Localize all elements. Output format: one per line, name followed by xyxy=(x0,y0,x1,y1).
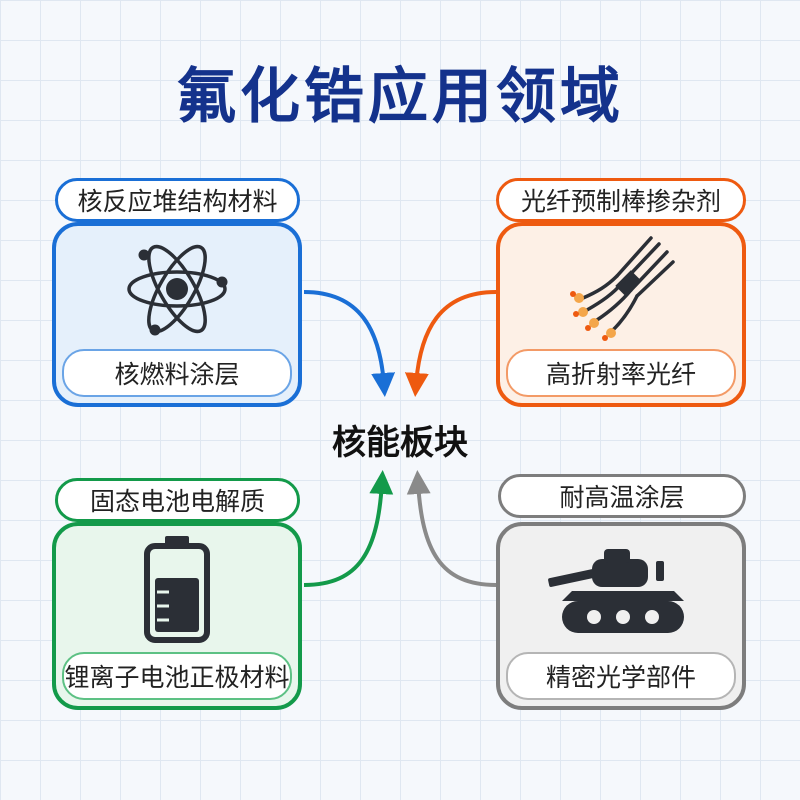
card-optical-fiber: 高折射率光纤 xyxy=(496,222,746,407)
sub-li-ion-cathode: 锂离子电池正极材料 xyxy=(62,652,292,700)
tag-high-temp-coating: 耐高温涂层 xyxy=(498,474,746,518)
sub-high-refractive-fiber: 高折射率光纤 xyxy=(506,349,736,397)
card-nuclear: 核燃料涂层 xyxy=(52,222,302,407)
page-title: 氟化锆应用领域 xyxy=(176,62,624,132)
battery-icon xyxy=(144,535,210,643)
tank-icon xyxy=(548,548,684,633)
arrow-top-left xyxy=(303,290,396,397)
arrow-top-right xyxy=(404,290,497,397)
tag-fiber-preform-dopant: 光纤预制棒掺杂剂 xyxy=(496,178,746,222)
sub-nuclear-fuel-coating: 核燃料涂层 xyxy=(62,349,292,397)
arrow-bottom-left xyxy=(303,470,394,587)
tag-solid-electrolyte: 固态电池电解质 xyxy=(55,478,300,522)
card-precision-optics: 精密光学部件 xyxy=(496,522,746,710)
card-battery: 锂离子电池正极材料 xyxy=(52,522,302,710)
arrow-bottom-right xyxy=(406,470,497,587)
atom-icon xyxy=(127,244,228,335)
center-label: 核能板块 xyxy=(332,423,468,463)
optical-fiber-icon xyxy=(570,235,675,341)
tag-nuclear-structural-material: 核反应堆结构材料 xyxy=(55,178,300,222)
sub-precision-optics: 精密光学部件 xyxy=(506,652,736,700)
